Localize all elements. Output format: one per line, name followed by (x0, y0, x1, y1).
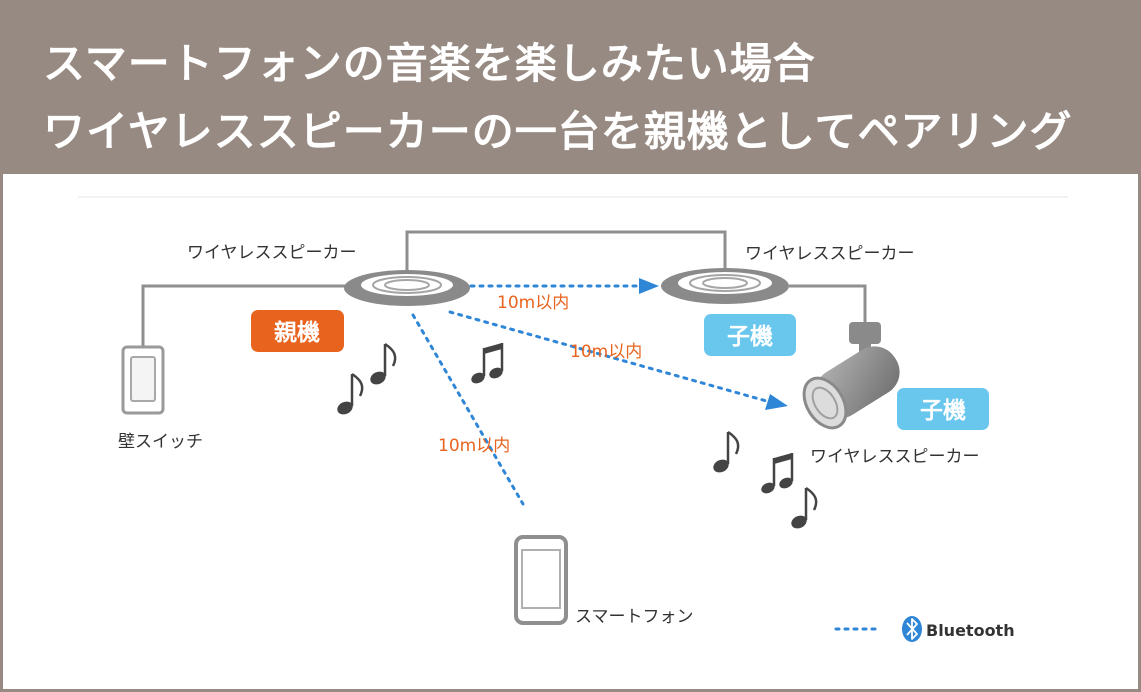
label-wall-switch: 壁スイッチ (118, 432, 203, 452)
title-line-1: スマートフォンの音楽を楽しみたい場合 (43, 39, 816, 88)
music-note-icon (366, 342, 397, 389)
legend: Bluetooth (834, 616, 1015, 642)
label-smartphone: スマートフォン (575, 607, 694, 627)
bluetooth-icon (902, 616, 922, 642)
title-line-2: ワイヤレススピーカーの一台を親機としてペアリング (43, 107, 1073, 156)
music-note-icon (787, 486, 818, 533)
music-note-icon (333, 372, 364, 419)
ceiling-speaker-child-icon (661, 268, 789, 304)
badge-child-2-text: 子機 (920, 398, 966, 424)
badge-child-1: 子機 (704, 314, 796, 356)
wall-switch-icon (121, 345, 165, 415)
badge-child-1-text: 子機 (727, 324, 773, 350)
header-banner: スマートフォンの音楽を楽しみたい場合 ワイヤレススピーカーの一台を親機としてペア… (3, 0, 1138, 174)
music-note-icon (758, 451, 796, 497)
wiring (141, 230, 867, 347)
badge-child-2: 子機 (897, 388, 989, 430)
ceiling-speaker-parent-icon (344, 270, 470, 306)
smartphone-icon (514, 535, 568, 625)
pairing-diagram: 親機 子機 子機 ワイヤレススピーカー ワイヤレススピーカー ワイヤレススピーカ… (78, 196, 1068, 642)
distance-to-child-2: 10m以内 (570, 342, 642, 362)
music-note-icon (468, 341, 506, 387)
legend-bluetooth-label: Bluetooth (926, 621, 1015, 640)
badge-parent: 親機 (251, 310, 344, 352)
bluetooth-arrowheads (639, 278, 788, 410)
distance-to-child-1: 10m以内 (497, 293, 569, 313)
music-notes (333, 341, 818, 533)
spotlight-speaker-icon (802, 322, 900, 430)
music-note-icon (709, 430, 740, 477)
label-speaker-right: ワイヤレススピーカー (745, 244, 915, 264)
bluetooth-links (411, 284, 772, 506)
label-speaker-left: ワイヤレススピーカー (187, 243, 357, 263)
badge-parent-text: 親機 (274, 320, 320, 346)
distance-to-phone: 10m以内 (438, 436, 510, 456)
label-speaker-spot: ワイヤレススピーカー (810, 447, 980, 467)
